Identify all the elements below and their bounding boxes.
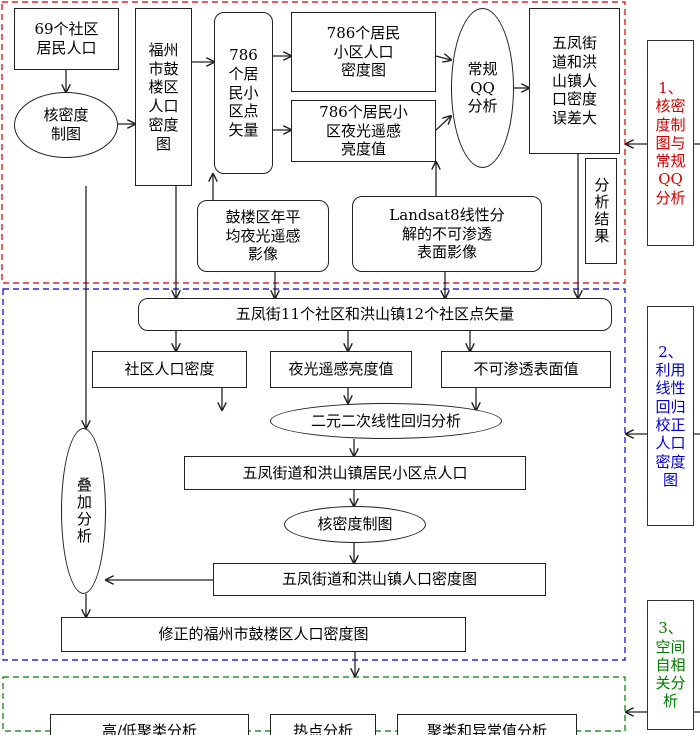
section-1-label: 1、 核密 度制 图与 常规 QQ 分析 — [647, 40, 694, 246]
section-3-label: 3、 空间 自相 关分 析 — [647, 600, 694, 730]
section-2-label: 2、 利用 线性 回归 校正 人口 密度 图 — [647, 306, 694, 526]
node-786-night-light-values: 786个居民小 区夜光遥感 亮度值 — [291, 100, 436, 162]
node-fuzhou-gulou-density-map: 福州 市鼓 楼区 人口 密度 图 — [135, 8, 192, 186]
node-786-population-density-map: 786个居民 小区人口 密度图 — [291, 12, 436, 92]
node-kernel-density-mapping-2: 核密度制图 — [284, 506, 426, 543]
node-binary-quadratic-regression: 二元二次线性回归分析 — [270, 403, 502, 439]
node-corrected-density-map: 修正的福州市鼓楼区人口密度图 — [61, 617, 466, 652]
node-overlay-analysis: 叠加分析 — [61, 428, 106, 594]
section-3-frame — [2, 676, 626, 732]
arrow-dens786-qq — [435, 56, 451, 60]
node-night-light-values: 夜光遥感亮度值 — [270, 351, 412, 388]
arrow-light786-qq — [435, 116, 451, 131]
node-residential-point-population: 五凤街道和洪山镇居民小区点人口 — [184, 456, 526, 490]
node-high-low-clustering: 高/低聚类分析 — [50, 714, 249, 735]
node-cluster-outlier-analysis: 聚类和异常值分析 — [397, 714, 577, 735]
section-2-frame — [2, 288, 626, 661]
node-hot-spot-analysis: 热点分析 — [270, 714, 376, 735]
node-69-community-population: 69个社区 居民人口 — [14, 8, 119, 70]
node-impervious-surface-values: 不可渗透表面值 — [441, 351, 611, 388]
node-community-population-density: 社区人口密度 — [92, 351, 247, 388]
node-analysis-result: 分析结果 — [585, 158, 617, 264]
node-wufeng-hongshan-point-vector: 五凤街11个社区和洪山镇12个社区点矢量 — [138, 298, 612, 331]
section-1-frame — [1, 1, 626, 284]
node-density-error-large: 五凤街 道和洪 山镇人 口密度 误差大 — [529, 8, 620, 154]
node-qq-analysis: 常规 QQ 分析 — [451, 8, 514, 168]
node-landsat8-impervious-image: Landsat8线性分 解的不可渗透 表面影像 — [352, 196, 542, 272]
node-gulou-night-light-image: 鼓楼区年平 均夜光遥感 影像 — [197, 200, 329, 272]
node-wufeng-hongshan-density-map: 五凤街道和洪山镇人口密度图 — [213, 563, 546, 596]
node-kernel-density-mapping-1: 核密度 制图 — [14, 92, 118, 158]
node-786-point-vector: 786 个居 民小 区点 矢量 — [214, 12, 273, 174]
